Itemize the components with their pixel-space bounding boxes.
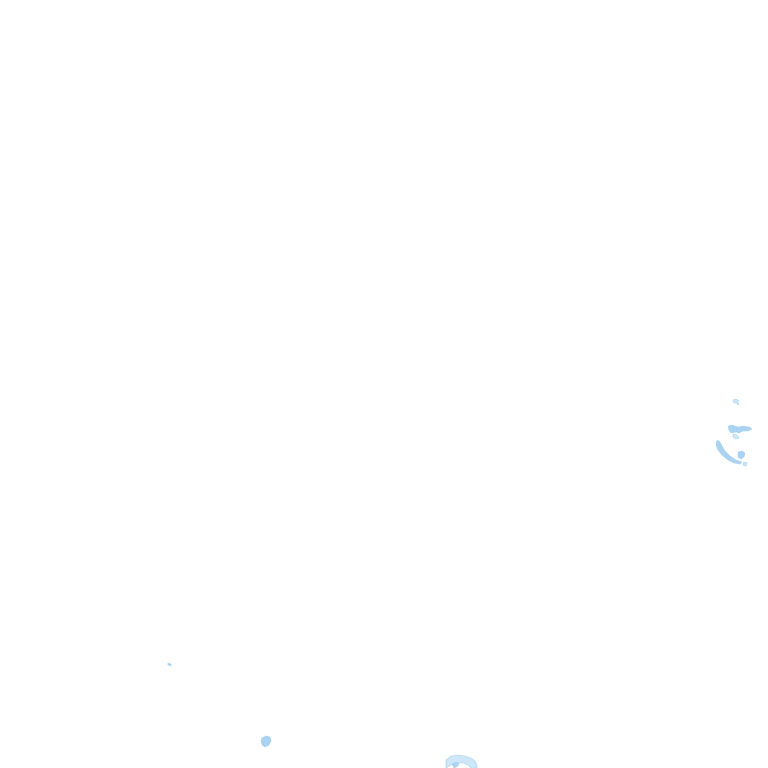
water-feature-east	[715, 398, 753, 467]
water-feature-south	[445, 754, 478, 768]
water-feature-southwest	[260, 735, 272, 748]
water-feature-west-speck	[167, 662, 172, 667]
